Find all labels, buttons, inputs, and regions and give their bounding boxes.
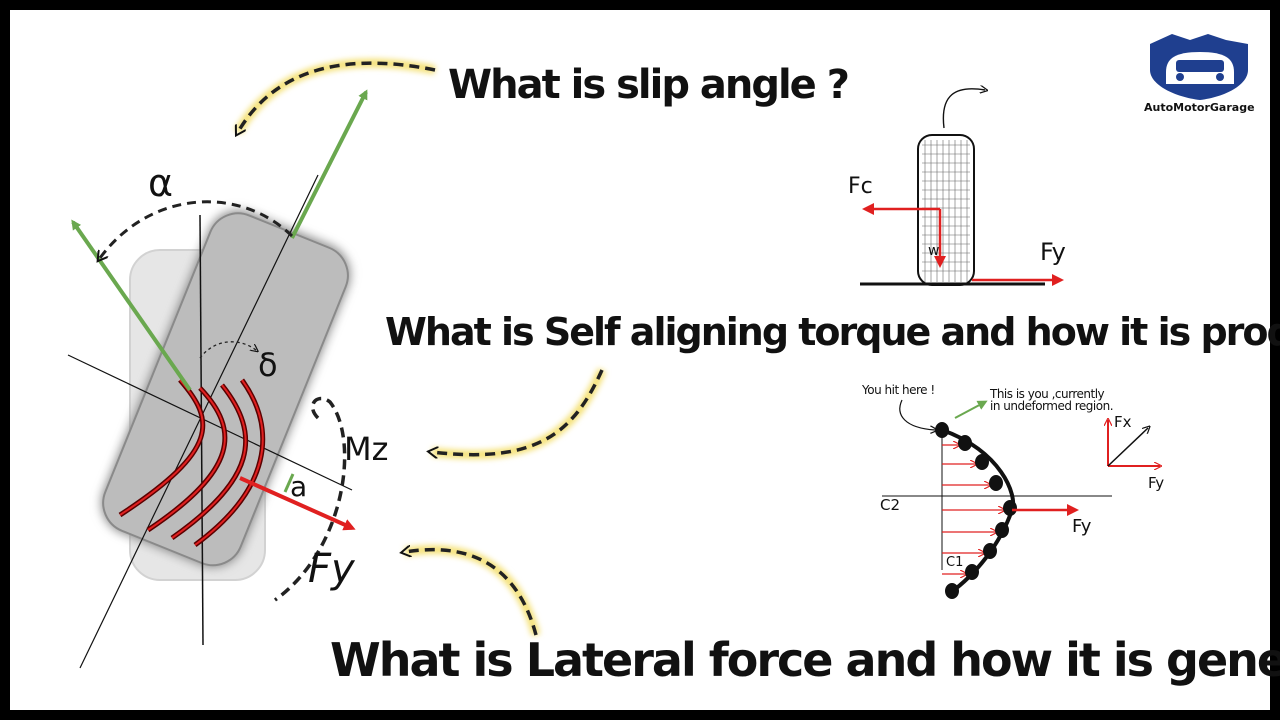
wheel-heading-arrow	[71, 219, 192, 392]
this-is-you-line-2: in undeformed region.	[990, 399, 1113, 413]
car-windshield	[1176, 60, 1224, 72]
a-label: a	[290, 470, 307, 503]
wheel-rotation-arrow	[942, 89, 985, 129]
this-is-you-pointer	[954, 400, 988, 419]
lateral-force-arrow	[239, 476, 356, 531]
tread-element	[995, 522, 1009, 538]
wheel-transverse-line	[67, 354, 353, 491]
fy-axis-label: Fy	[1148, 474, 1164, 492]
c1-label: C1	[946, 555, 963, 570]
lateral-force-question: What is Lateral force and how it is gene…	[330, 633, 1280, 687]
contact-patch-diagram: Fy C2 C1 You hit here ! This is you ,cur…	[861, 383, 1164, 599]
questions: What is slip angle ? What is Self aligni…	[234, 58, 1280, 687]
tread-elements	[935, 422, 1017, 599]
c2-label: C2	[880, 496, 900, 514]
tyre-diagram: α δ Mz a Fy	[67, 89, 388, 669]
delta-arc	[199, 341, 256, 359]
alpha-label: α	[148, 161, 173, 205]
this-is-you-line-1: This is you ,currently	[989, 387, 1105, 401]
tread-element	[983, 543, 997, 559]
slip-angle-arc	[100, 200, 294, 258]
slip-angle-pointer	[238, 61, 436, 132]
fx-axis-label: Fx	[1114, 413, 1132, 431]
mz-torque-arc	[273, 396, 347, 602]
tread-element	[989, 475, 1003, 491]
wheel-fy-label: Fy	[1040, 238, 1066, 266]
self-aligning-pointer	[432, 369, 604, 455]
tread-curves-highlight	[119, 379, 264, 546]
you-hit-here-pointer	[899, 399, 935, 430]
delta-label: δ	[258, 346, 278, 384]
w-label: w	[928, 243, 939, 259]
fc-label: Fc	[848, 174, 873, 199]
lateral-force-pointer	[405, 550, 538, 636]
tread-element	[1003, 500, 1017, 516]
resultant-fy-label: Fy	[1072, 516, 1092, 537]
tread-element	[935, 422, 949, 438]
tread-element	[958, 435, 972, 451]
brand-logo: AutoMotorGarage	[1144, 34, 1255, 114]
mz-label: Mz	[344, 430, 388, 468]
lateral-force-pointer-glow	[404, 545, 541, 637]
wheel-front-diagram: Fc w Fy	[848, 89, 1066, 286]
tread-element	[965, 564, 979, 580]
you-hit-here-label: You hit here !	[861, 383, 935, 397]
tread-element	[975, 454, 989, 470]
brand-name: AutoMotorGarage	[1144, 101, 1255, 114]
velocity-direction-arrow	[290, 89, 368, 239]
car-headlight-left	[1176, 73, 1184, 81]
resultant-axis-arrow	[1107, 428, 1148, 467]
pneumatic-trail-tick	[283, 473, 295, 493]
self-aligning-question: What is Self aligning torque and how it …	[385, 310, 1280, 354]
tyre-axis-line	[79, 174, 319, 669]
fy-label: Fy	[308, 546, 356, 592]
distributed-lateral-forces	[942, 445, 1004, 574]
car-headlight-right	[1216, 73, 1224, 81]
slip-angle-question: What is slip angle ?	[448, 62, 848, 108]
tread-element	[945, 583, 959, 599]
